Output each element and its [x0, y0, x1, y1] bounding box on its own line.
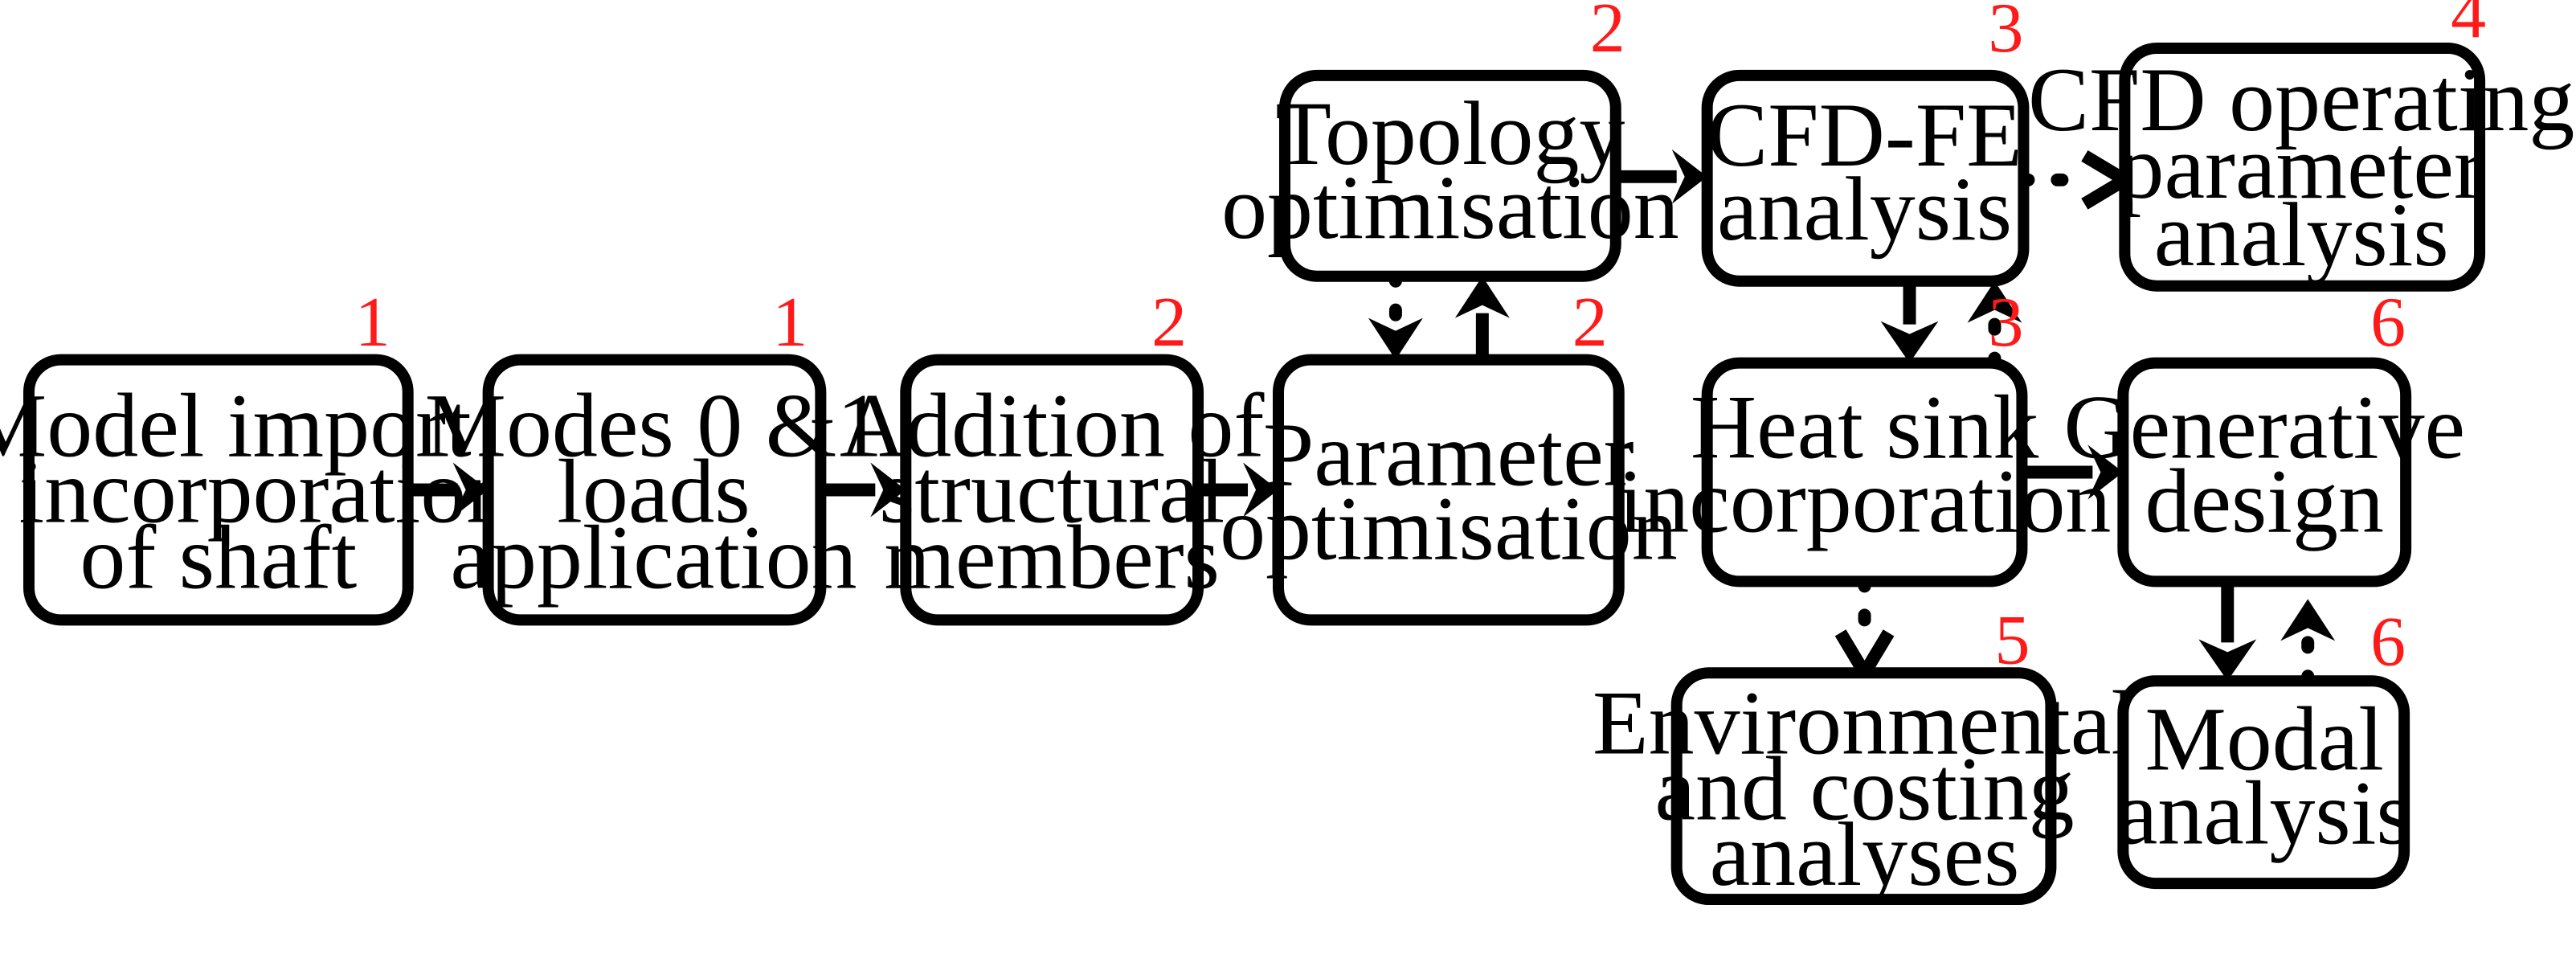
node-structural-members-box[interactable]: [900, 354, 1204, 626]
node-generative-design-box[interactable]: [2117, 357, 2412, 588]
node-generative-design[interactable]: Generative design 6: [2063, 284, 2465, 588]
node-modes-loads-line-1: loads: [557, 440, 750, 543]
edge-modes-loads-to-structural-members: [820, 462, 906, 518]
edge-heat-sink-incorporation-to-generative-design: [2022, 444, 2124, 500]
node-parameter-optimisation-step-badge: 2: [1572, 284, 1608, 362]
node-generative-design-line-0: Generative: [2063, 376, 2465, 478]
node-environmental-costing-box[interactable]: [1670, 667, 2057, 906]
node-environmental-costing-line-1: and costing: [1655, 737, 2075, 839]
node-generative-design-step-badge: 6: [2370, 284, 2406, 362]
node-cfd-operating-parameter-line-1: parameter: [2119, 116, 2484, 218]
node-cfd-operating-parameter-step-badge: 4: [2451, 0, 2486, 53]
node-model-import[interactable]: Model import & incorporation of shaft 1: [0, 284, 512, 626]
node-parameter-optimisation-box[interactable]: [1273, 354, 1625, 626]
nodes-layer: Model import & incorporation of shaft 1 …: [0, 0, 2574, 905]
edge-topology-optimisation-to-cfd-fe-analysis: [1615, 149, 1707, 204]
node-cfd-operating-parameter[interactable]: CFD operating parameter analysis 4: [2028, 0, 2574, 292]
node-parameter-optimisation-line-1: optimisation: [1220, 477, 1678, 579]
node-topology-optimisation[interactable]: Topology optimisation 2: [1221, 0, 1679, 282]
node-modal-analysis-step-badge: 6: [2370, 603, 2406, 681]
node-modes-loads[interactable]: Modes 0 &1 loads application 1: [425, 284, 883, 626]
node-heat-sink-incorporation-line-1: incorporation: [1618, 450, 2112, 552]
node-environmental-costing[interactable]: Environmental and costing analyses 5: [1593, 601, 2136, 905]
node-cfd-fe-analysis-line-0: CFD-FE: [1707, 84, 2022, 186]
node-environmental-costing-step-badge: 5: [1994, 601, 2030, 679]
node-cfd-fe-analysis[interactable]: CFD-FE analysis 3: [1701, 0, 2030, 287]
node-structural-members-step-badge: 2: [1151, 284, 1187, 362]
node-model-import-line-1: & incorporation: [0, 440, 512, 543]
node-structural-members-line-0: Addition of: [840, 375, 1264, 477]
node-cfd-operating-parameter-line-2: analysis: [2154, 183, 2449, 285]
edge-cfd-fe-analysis-to-heat-sink-incorporation: [1880, 280, 1939, 363]
node-heat-sink-incorporation-line-0: Heat sink: [1691, 376, 2038, 478]
node-cfd-fe-analysis-step-badge: 3: [1988, 0, 2023, 68]
node-modes-loads-step-badge: 1: [772, 284, 808, 362]
node-structural-members-line-2: members: [884, 506, 1220, 608]
node-environmental-costing-line-2: analyses: [1710, 803, 2020, 905]
node-structural-members-line-1: structural: [879, 440, 1225, 543]
node-topology-optimisation-line-1: optimisation: [1221, 156, 1679, 258]
node-topology-optimisation-box[interactable]: [1279, 69, 1621, 282]
node-model-import-box[interactable]: [22, 354, 414, 626]
edge-heat-sink-incorporation-to-environmental-costing: [1834, 575, 1895, 686]
node-heat-sink-incorporation-step-badge: 3: [1988, 284, 2023, 362]
node-cfd-fe-analysis-box[interactable]: [1701, 69, 2030, 287]
node-parameter-optimisation-line-0: Parameter: [1263, 403, 1634, 506]
node-model-import-line-2: of shaft: [80, 506, 357, 608]
node-generative-design-line-1: design: [2145, 450, 2384, 552]
node-heat-sink-incorporation-box[interactable]: [1701, 357, 2028, 588]
edge-generative-design-to-modal-analysis: [2198, 581, 2257, 682]
edge-parameter-optimisation-to-topology-optimisation: [1454, 276, 1510, 360]
node-modes-loads-line-0: Modes 0 &1: [425, 375, 883, 477]
edge-topology-optimisation-to-parameter-optimisation: [1368, 269, 1423, 360]
edge-cfd-fe-analysis-to-cfd-operating-parameter: [2017, 149, 2137, 210]
node-cfd-fe-analysis-line-1: analysis: [1717, 158, 2012, 260]
node-model-import-line-0: Model import: [0, 375, 472, 477]
node-cfd-operating-parameter-box[interactable]: [2119, 42, 2486, 292]
node-modal-analysis-line-1: analysis: [2117, 761, 2412, 863]
edge-modal-analysis-to-generative-design: [2280, 599, 2336, 688]
node-modes-loads-line-2: application: [450, 506, 857, 608]
node-modal-analysis-box[interactable]: [2117, 675, 2410, 890]
node-heat-sink-incorporation[interactable]: Heat sink incorporation 3: [1618, 284, 2112, 588]
node-model-import-step-badge: 1: [355, 284, 390, 362]
node-structural-members[interactable]: Addition of structural members 2: [840, 284, 1264, 626]
node-topology-optimisation-line-0: Topology: [1275, 82, 1625, 184]
edge-heat-sink-incorporation-to-cfd-fe-analysis: [1967, 280, 2022, 370]
node-modal-analysis-line-0: Modal: [2145, 687, 2384, 789]
node-parameter-optimisation[interactable]: Parameter optimisation 2: [1220, 284, 1678, 626]
node-cfd-operating-parameter-line-0: CFD operating: [2028, 48, 2574, 150]
node-modes-loads-box[interactable]: [482, 354, 827, 626]
node-environmental-costing-line-0: Environmental: [1593, 671, 2136, 773]
node-topology-optimisation-step-badge: 2: [1590, 0, 1625, 68]
node-modal-analysis[interactable]: Modal analysis 6: [2117, 603, 2412, 890]
edge-structural-members-to-parameter-optimisation: [1198, 462, 1279, 518]
edges-layer: [407, 149, 2336, 688]
edge-model-import-to-modes-loads: [407, 462, 489, 518]
